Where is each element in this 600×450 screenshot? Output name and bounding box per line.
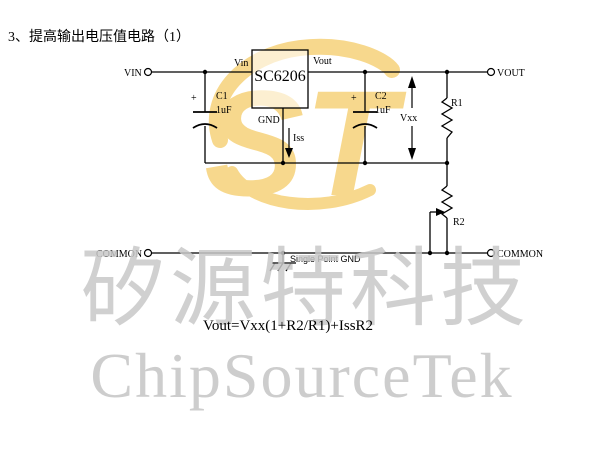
pin-vin-label: Vin	[234, 58, 248, 69]
c1-value: 1uF	[216, 105, 232, 116]
resistor-r2	[440, 185, 454, 219]
vxx-arrow	[408, 76, 416, 160]
common-left-terminal	[143, 248, 153, 258]
common-right-label: COMMON	[497, 249, 543, 260]
junction-dots	[202, 69, 450, 256]
pin-vout-label: Vout	[313, 56, 332, 67]
c1-plus: +	[191, 93, 197, 104]
ground-symbol	[269, 262, 296, 272]
r2-wiper-arrow	[430, 208, 445, 216]
capacitor-c1	[192, 111, 218, 129]
logo-swoosh-lower	[226, 166, 376, 210]
logo-swoosh	[208, 38, 400, 148]
watermark-cn-text: 矽源特科技	[80, 241, 530, 337]
iss-arrow	[285, 128, 293, 158]
c2-value: 1uF	[375, 105, 391, 116]
c1-name: C1	[216, 91, 228, 102]
formula: Vout=Vxx(1+R2/R1)+IssR2	[203, 318, 373, 334]
pin-gnd-label: GND	[258, 115, 280, 126]
iss-label: Iss	[293, 133, 304, 144]
r1-label: R1	[451, 98, 463, 109]
ic-label: SC6206	[254, 68, 306, 85]
common-right-terminal	[486, 248, 496, 258]
wires	[152, 71, 488, 263]
vin-terminal	[143, 67, 153, 77]
vxx-label: Vxx	[400, 113, 417, 124]
watermark-en-text: ChipSourceTek	[90, 340, 513, 411]
c2-name: C2	[375, 91, 387, 102]
c2-plus: +	[351, 93, 357, 104]
ic-sc6206	[251, 49, 309, 109]
ground-label: Single Point GND	[290, 254, 361, 264]
vout-terminal-label: VOUT	[497, 68, 525, 79]
capacitor-c2	[352, 111, 378, 129]
page-title: 3、提高输出电压值电路（1）	[8, 28, 190, 45]
r2-label: R2	[453, 217, 465, 228]
vin-terminal-label: VIN	[124, 68, 142, 79]
vout-terminal	[486, 67, 496, 77]
resistor-r1	[440, 97, 454, 139]
common-left-label: COMMON	[96, 249, 142, 260]
